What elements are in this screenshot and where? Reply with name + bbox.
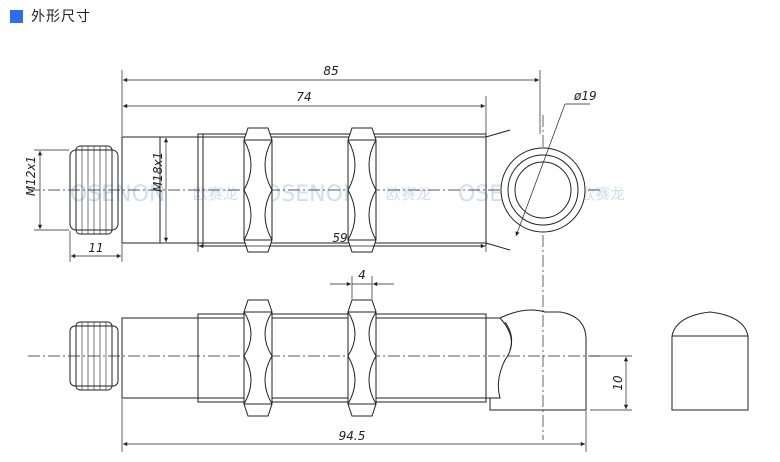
watermark-cn-2: 欧赛龙	[386, 185, 431, 203]
end-view	[671, 311, 749, 411]
bottom-dimension-labels: 4 10 94.5	[339, 268, 625, 443]
dim-4-label: 4	[358, 268, 366, 282]
section-title: 外形尺寸	[31, 9, 91, 25]
bottom-connector	[69, 321, 119, 391]
dim-diameter-label: ø19	[573, 89, 597, 103]
top-connector	[69, 145, 119, 235]
dim-85-label: 85	[323, 64, 338, 78]
dim-m18-label: M18x1	[151, 152, 165, 192]
section-marker-icon	[10, 9, 23, 23]
section-header: 外形尺寸	[10, 6, 91, 26]
bottom-view	[28, 299, 600, 417]
top-elbow-ring	[485, 129, 586, 251]
top-nut-1	[243, 127, 273, 253]
dim-94-5-label: 94.5	[339, 429, 366, 443]
top-view	[28, 115, 600, 440]
bottom-nut-1	[243, 299, 273, 417]
top-dimensions	[34, 70, 590, 262]
dim-74-label: 74	[296, 90, 311, 104]
bottom-dimensions	[121, 276, 632, 452]
dim-m12-label: M12x1	[24, 156, 38, 196]
dim-10-label: 10	[611, 375, 625, 391]
top-nut-2	[347, 127, 377, 253]
watermark-brand-2: OSENON	[264, 182, 359, 207]
watermark-cn-1: 欧赛龙	[193, 185, 238, 203]
bottom-elbow-side	[486, 309, 587, 411]
watermark-cn-3: 欧赛龙	[580, 185, 625, 203]
top-dimension-labels: 85 74 59 11 M12x1 M18x1 ø19	[24, 64, 597, 255]
bottom-body	[121, 317, 487, 399]
dim-11-label: 11	[88, 241, 103, 255]
bottom-nut-2	[347, 299, 377, 417]
dim-59-label: 59	[332, 231, 347, 245]
